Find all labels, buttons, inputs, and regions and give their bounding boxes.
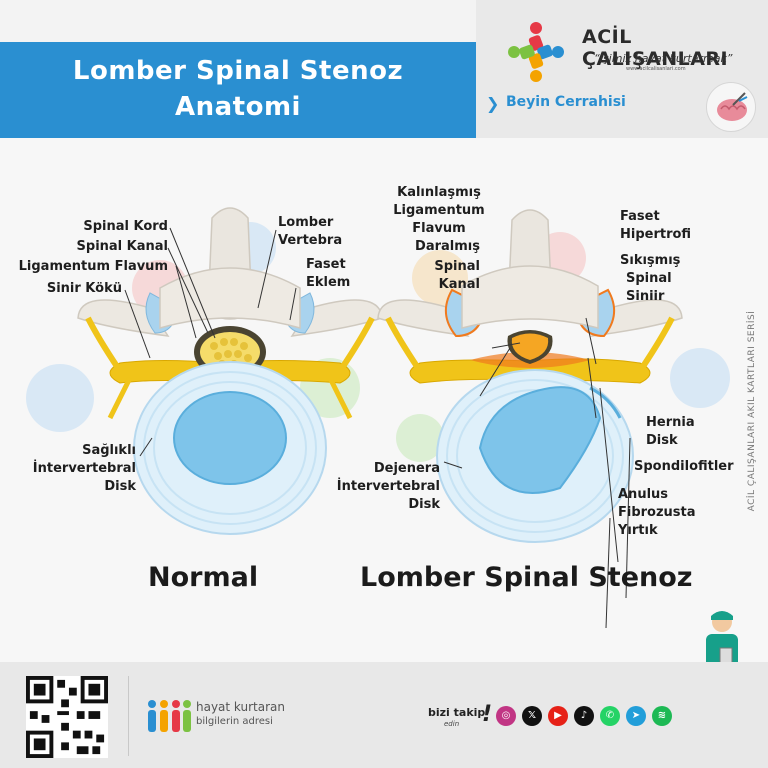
label-dej-1: Dejenera: [373, 461, 440, 476]
label-spinal-kord: Spinal Kord: [83, 219, 168, 234]
label-anulus-2: Fibrozusta: [618, 505, 696, 520]
follow-label: bizi takip: [428, 706, 486, 719]
label-dej-2: İntervertebral: [336, 479, 440, 494]
label-kalin-1: Kalınlaşmış: [397, 185, 481, 200]
label-sikis-2: Spinal: [626, 271, 672, 286]
label-anulus-1: Anulus: [618, 487, 669, 502]
x-twitter-icon[interactable]: 𝕏: [522, 706, 542, 726]
telegram-icon[interactable]: ➤: [626, 706, 646, 726]
label-spondilofitler: Spondilofitler: [634, 459, 734, 474]
tagline-line-2: bilgilerin adresi: [196, 716, 273, 727]
label-disk-3: Disk: [104, 479, 136, 494]
whatsapp-icon[interactable]: ✆: [600, 706, 620, 726]
label-disk-2: İntervertebral: [32, 461, 136, 476]
stenosis-spine-diagram: [377, 209, 683, 629]
label-faset-1: Faset: [306, 257, 346, 272]
category-label: Beyin Cerrahisi: [506, 94, 626, 110]
spotify-icon[interactable]: ≋: [652, 706, 672, 726]
label-sikis-3: Siniir: [626, 289, 665, 304]
label-spinal-kanal: Spinal Kanal: [76, 239, 168, 254]
label-hernia-2: Disk: [646, 433, 678, 448]
label-anulus-3: Yırtık: [618, 523, 658, 538]
label-hernia-1: Hernia: [646, 415, 695, 430]
follow-sub-label: edin: [444, 720, 460, 728]
brand-panel: ACİL ÇALIŞANLARI “İşimiz hayat kurtarmak…: [476, 0, 768, 138]
label-disk-1: Sağlıklı: [82, 443, 136, 458]
label-kalin-2: Ligamentum: [393, 203, 485, 218]
label-ligamentum-flavum: Ligamentum Flavum: [18, 259, 168, 274]
label-kalin-3: Flavum: [412, 221, 466, 236]
heading-normal: Normal: [148, 562, 259, 593]
label-sinir-koku: Sinir Kökü: [46, 281, 122, 296]
brain-icon: [706, 82, 756, 132]
label-lomber-2: Vertebra: [278, 233, 343, 248]
title-banner: Lomber Spinal Stenoz Anatomi: [0, 42, 476, 138]
title-line-1: Lomber Spinal Stenoz: [72, 56, 404, 86]
people-logo-icon: [148, 700, 191, 732]
series-side-text: ACİL ÇALIŞANLARI AKIL KARTLARI SERİSİ: [747, 310, 757, 512]
heading-stenosis: Lomber Spinal Stenoz: [360, 562, 693, 593]
title-line-2: Anatomi: [175, 92, 301, 122]
qr-code-icon[interactable]: [26, 676, 108, 758]
youtube-icon[interactable]: ▶: [548, 706, 568, 726]
label-dej-3: Disk: [408, 497, 440, 512]
label-faset-2: Eklem: [306, 275, 351, 290]
label-sikis-1: Sıkışmış: [620, 253, 681, 268]
label-faset-hip-2: Hipertrofi: [620, 227, 692, 242]
label-daral-3: Kanal: [438, 277, 480, 292]
label-daral-2: Spinal: [434, 259, 480, 274]
brand-logo-icon: [508, 22, 564, 82]
label-lomber-1: Lomber: [278, 215, 334, 230]
brand-slogan: “İşimiz hayat kurtarmak”: [594, 52, 733, 65]
chevron-right-icon: ❯: [486, 94, 500, 113]
brand-name: ACİL ÇALIŞANLARI: [582, 26, 729, 70]
normal-spine-diagram: [77, 207, 383, 535]
tiktok-icon[interactable]: ♪: [574, 706, 594, 726]
diagram-area: Spinal Kord Spinal Kanal Ligamentum Flav…: [0, 138, 768, 726]
footer-divider: [128, 676, 129, 756]
instagram-icon[interactable]: ◎: [496, 706, 516, 726]
label-faset-hip-1: Faset: [620, 209, 660, 224]
footer: hayat kurtaran bilgilerin adresi bizi ta…: [0, 662, 768, 768]
brand-url[interactable]: www.acilcalisanlari.com: [626, 66, 686, 72]
exclamation-mark: !: [482, 702, 493, 727]
label-daral-1: Daralmış: [415, 239, 480, 254]
tagline-line-1: hayat kurtaran: [196, 700, 286, 714]
